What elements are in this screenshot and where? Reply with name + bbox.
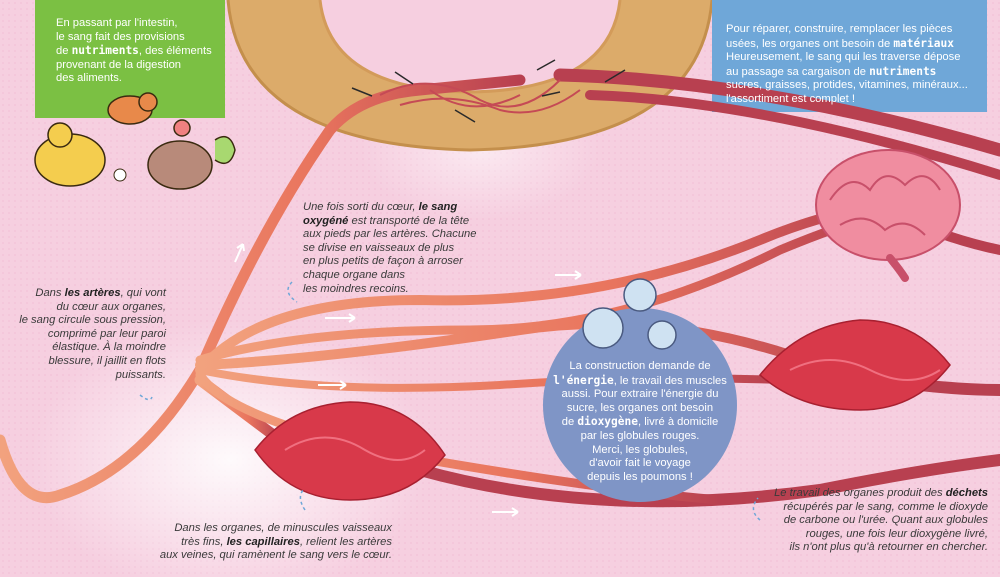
capillaries-top <box>379 79 581 114</box>
nutrient-characters <box>34 92 236 190</box>
muscle-right <box>758 319 951 411</box>
heart-exit-text: Une fois sorti du cœur, le sang oxygéné … <box>303 201 477 295</box>
red-globule-characters <box>582 278 677 350</box>
brain <box>815 149 961 282</box>
waste-text: Le travail des organes produit des déche… <box>774 487 988 554</box>
energy-circle <box>543 308 737 502</box>
nutrient-arrows <box>351 59 626 123</box>
flow-arrows <box>234 243 582 517</box>
muscle-left <box>254 401 446 501</box>
blue-box-text: Pour réparer, construire, remplacer les … <box>726 23 968 105</box>
arteries-text: Dans les artères, qui vont du cœur aux o… <box>19 287 166 381</box>
energy-text: La construction demande de l'énergie, le… <box>553 360 727 483</box>
capillaries-text: Dans les organes, de minuscules vaisseau… <box>159 522 392 562</box>
pointer-hooks <box>139 281 761 521</box>
veins <box>414 68 1000 508</box>
green-box-text: En passant par l'intestin, le sang fait … <box>56 17 212 85</box>
